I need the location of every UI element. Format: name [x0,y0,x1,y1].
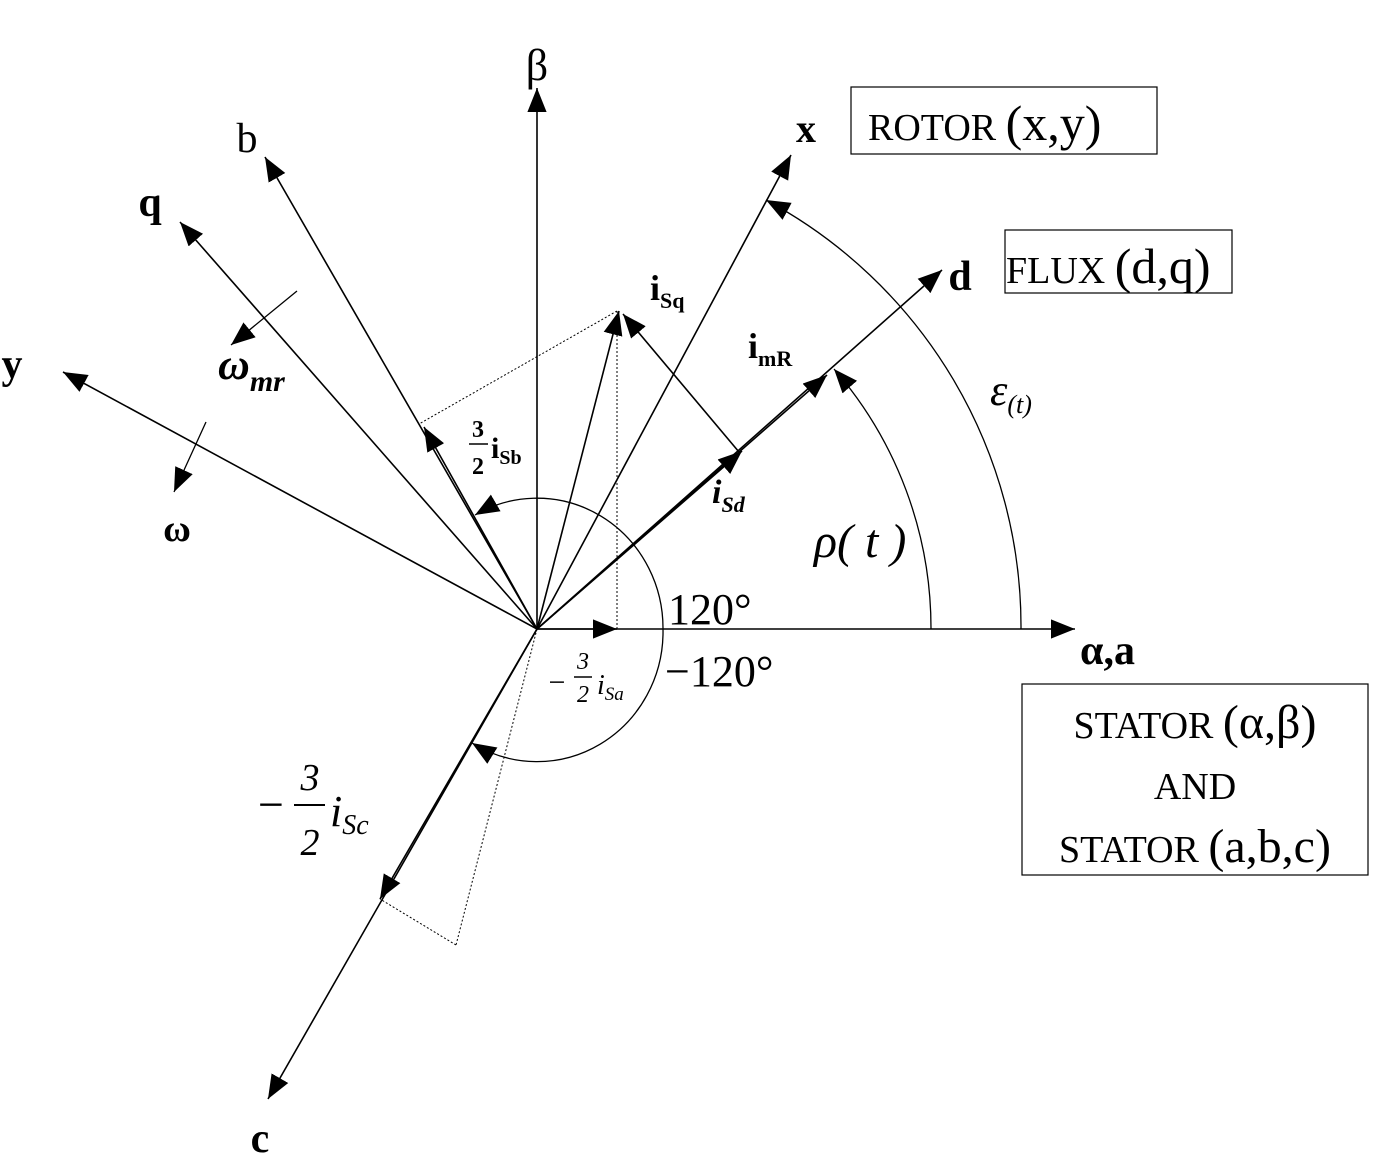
isa-coef-den: 2 [577,682,589,708]
is-vector [536,310,623,630]
isa-current: iSa [597,670,624,705]
stator-abc-label: STATOR (a,b,c) [1059,820,1331,873]
omega-mr-symbol: ω [218,340,250,389]
stator-alpha-beta-name: STATOR [1074,705,1223,747]
isb-coef-den: 2 [472,454,484,480]
isa-label: − 3 2 iSa [549,649,624,708]
isd-subscript: Sd [721,492,745,517]
isc-component [379,628,538,900]
isb-label: 3 2 iSb [469,417,522,480]
d-axis-label: d [948,254,971,300]
isa-subscript: Sa [605,684,624,705]
imr-main: i [748,326,758,366]
epsilon-label: ε(t) [990,366,1032,419]
x-axis-label: x [796,106,816,151]
projection-line-c1 [455,628,538,946]
arc-epsilon [765,199,1022,630]
isd-main: i [712,474,722,511]
stator-and-label: AND [1154,766,1236,808]
stator-alpha-beta-label: STATOR (α,β) [1074,696,1317,749]
omega-mr-subscript: mr [250,365,285,398]
epsilon-symbol: ε [990,366,1008,415]
isb-main: i [491,432,499,465]
arc-rho [833,368,932,630]
flux-frame-border [1004,229,1233,294]
isb-coef-num: 3 [472,417,484,443]
projection-line-b [418,310,618,425]
isb-component [423,426,538,630]
stator-frame-border [1021,683,1369,876]
isa-sign: − [549,666,566,699]
isq-subscript: Sq [660,288,685,313]
omega-rotation-arrow [173,421,207,493]
rotor-frame-coords: (x,y) [1006,95,1102,151]
imr-vector [536,374,828,630]
x-axis [536,154,792,630]
rotor-frame-box: ROTOR (x,y) [850,86,1158,155]
isc-coef-num: 3 [300,757,320,799]
stator-frame-box: STATOR (α,β) AND STATOR (a,b,c) [1021,683,1369,876]
flux-frame-box: FLUX (d,q) [1004,229,1233,294]
c-axis-label: c [251,1116,270,1162]
isc-main: i [330,787,342,836]
y-axis-label: y [2,342,23,388]
angle-minus-120-label: −120° [665,647,773,696]
isc-current: iSc [330,787,369,841]
beta-axis-label: β [526,41,548,90]
y-axis [62,371,538,630]
isa-main: i [597,670,605,701]
rotor-frame-border [850,86,1158,155]
flux-frame-label: FLUX (d,q) [1006,238,1211,294]
omega-mr-rotation-arrow [230,290,298,346]
flux-frame-coords: (d,q) [1115,238,1211,294]
rotor-frame-label: ROTOR (x,y) [868,95,1101,151]
epsilon-subscript: (t) [1007,390,1032,419]
isq-vector [622,313,740,453]
rho-label: ρ( t ) [812,515,906,568]
imr-subscript: mR [758,346,793,371]
rotor-frame-name: ROTOR [868,107,1006,149]
alpha-a-axis-label: α,a [1080,628,1135,674]
isd-label: iSd [712,474,746,517]
isq-label: iSq [650,268,685,313]
arc-minus-120-degrees [471,628,664,764]
angle-120-label: 120° [668,585,752,634]
stator-alpha-beta-coords: (α,β) [1223,696,1317,749]
flux-frame-name: FLUX [1006,250,1115,292]
isc-subscript: Sc [342,810,369,841]
projection-line-c2 [379,898,457,946]
isb-subscript: Sb [499,447,521,469]
stator-abc-coords: (a,b,c) [1208,820,1331,873]
isc-label: − 3 2 iSc [258,757,369,864]
imr-label: imR [748,326,793,371]
b-axis [264,156,538,630]
isb-current: iSb [491,432,522,469]
stator-abc-name: STATOR [1059,829,1208,871]
isq-main: i [650,268,660,308]
isc-coef-den: 2 [301,822,320,864]
q-axis-label: q [138,180,161,226]
isa-coef-num: 3 [576,649,589,675]
b-axis-label: b [237,116,258,162]
omega-label: ω [163,508,191,550]
arc-120-degrees [474,494,664,630]
omega-mr-label: ωmr [218,340,285,398]
q-axis [179,221,538,630]
isc-sign: − [258,779,284,830]
